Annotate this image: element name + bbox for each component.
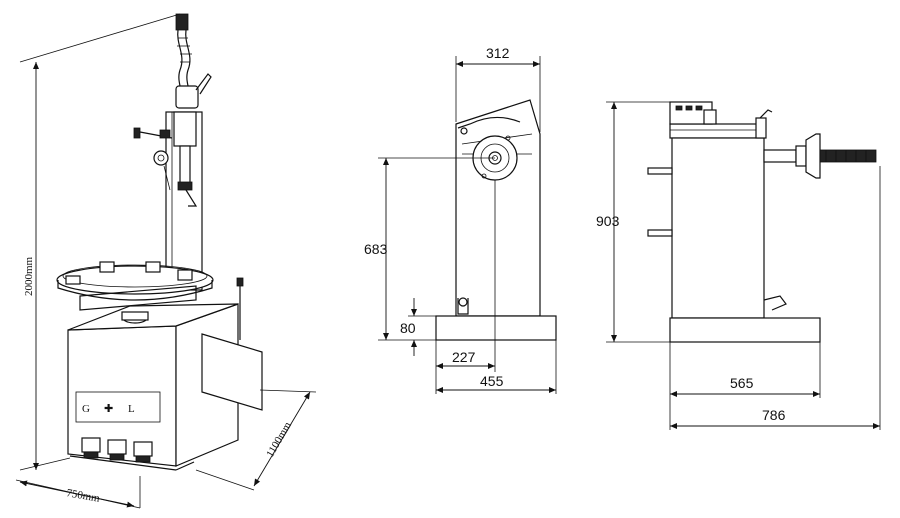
- dim-227-label: 227: [452, 349, 476, 365]
- side-view-outline: [435, 99, 557, 341]
- depth-1100-label: 1100mm: [264, 420, 294, 460]
- side-view-dimensions: [378, 56, 557, 394]
- svg-text:L: L: [128, 403, 135, 415]
- dim-312-label: 312: [486, 45, 510, 61]
- svg-text:✚: ✚: [104, 403, 113, 415]
- front-view-outline: [647, 101, 877, 343]
- dim-903-label: 903: [596, 213, 620, 229]
- perspective-dimensions: [15, 13, 317, 509]
- dim-455-label: 455: [480, 373, 504, 389]
- tyre-changer-machine-icon: G ✚ L: [56, 13, 263, 471]
- width-750-label: 750mm: [65, 487, 101, 505]
- dim-786-label: 786: [762, 407, 786, 423]
- dim-80-label: 80: [400, 320, 416, 336]
- front-view-dimensions: [606, 101, 881, 430]
- svg-text:G: G: [82, 403, 90, 415]
- dim-565-label: 565: [730, 375, 754, 391]
- dim-683-label: 683: [364, 241, 388, 257]
- height-2000-label: 2000mm: [23, 256, 35, 296]
